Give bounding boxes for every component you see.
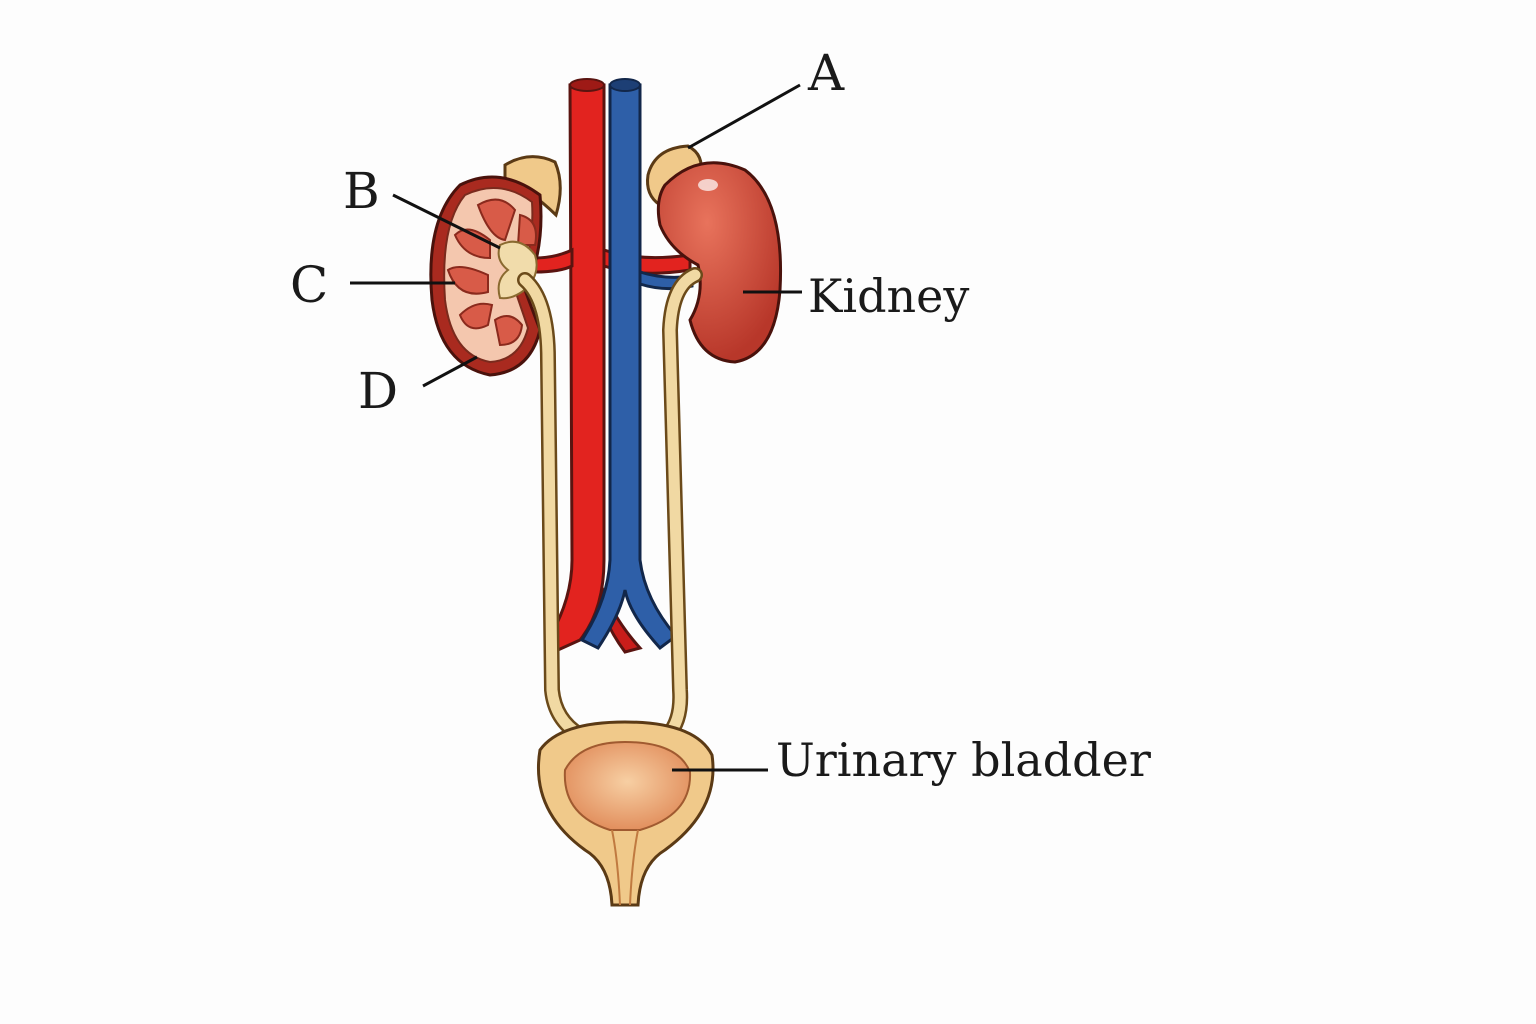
leader-line-b [392,193,501,250]
label-b: B [343,162,380,220]
leader-line-d [422,355,478,388]
label-a: A [807,44,845,102]
label-kidney: Kidney [808,269,969,323]
label-d: D [358,362,398,420]
urinary-bladder [536,720,715,907]
leader-line-a [687,83,801,150]
label-urinary-bladder: Urinary bladder [776,733,1151,787]
label-c: C [290,256,328,314]
kidney-external [656,161,783,364]
